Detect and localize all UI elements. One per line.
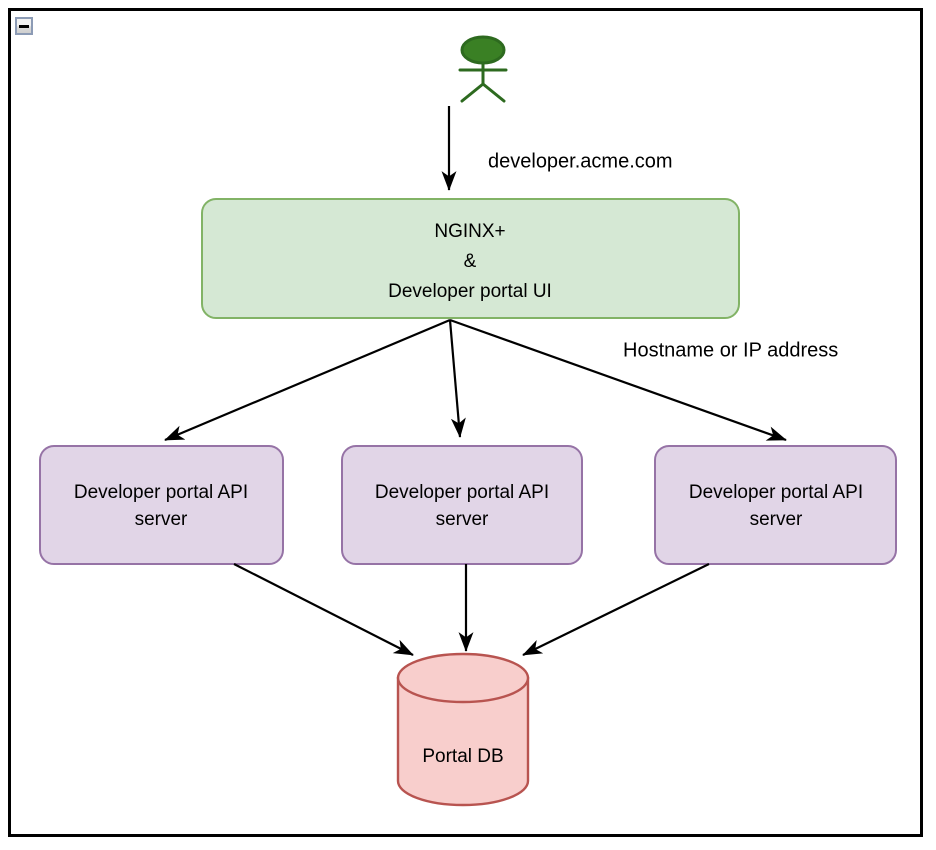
node-nginx-label-line3: Developer portal UI	[388, 281, 552, 302]
node-api-server-1-shape[interactable]	[39, 445, 284, 565]
node-api-server-2-label-line1: Developer portal API	[375, 482, 549, 503]
node-api-server-3-label-line2: server	[750, 509, 803, 530]
actor-head-icon	[460, 35, 506, 65]
node-portal-db[interactable]: Portal DB	[396, 652, 530, 807]
node-nginx-label-line1: NGINX+	[434, 221, 505, 242]
edge-nginx-to-api-server-1	[164, 318, 451, 442]
node-api-server-1[interactable]: Developer portal API server	[39, 445, 284, 565]
collapse-toggle-button[interactable]	[15, 17, 33, 35]
node-api-server-1-label-line1: Developer portal API	[74, 482, 248, 503]
node-nginx-shape[interactable]	[201, 198, 740, 319]
node-api-server-3[interactable]: Developer portal API server	[654, 445, 897, 565]
node-api-server-2-shape[interactable]	[341, 445, 583, 565]
node-api-server-2[interactable]: Developer portal API server	[341, 445, 583, 565]
node-nginx-label-line2: &	[464, 251, 477, 272]
user-actor	[458, 35, 508, 103]
node-api-server-3-shape[interactable]	[654, 445, 897, 565]
node-api-server-1-label-line2: server	[135, 509, 188, 530]
node-api-server-3-label-line1: Developer portal API	[689, 482, 863, 503]
actor-right-leg-line	[481, 82, 506, 103]
node-portal-db-top-ellipse	[396, 652, 530, 704]
node-portal-db-label: Portal DB	[422, 746, 503, 767]
minus-icon	[19, 24, 29, 28]
node-nginx-developer-portal-ui[interactable]: NGINX+ & Developer portal UI	[201, 198, 740, 319]
edge-api-server-3-to-portal-db	[522, 563, 710, 656]
edge-api-server-1-to-portal-db	[233, 563, 414, 656]
node-api-server-2-label-line2: server	[436, 509, 489, 530]
edge-nginx-to-api-server-2	[448, 319, 466, 438]
diagram-frame-border	[8, 8, 923, 837]
edge-label-developer-acme-com: developer.acme.com	[488, 150, 673, 172]
edge-label-hostname-or-ip-address: Hostname or IP address	[623, 339, 838, 361]
actor-left-leg-line	[460, 82, 485, 103]
node-portal-db-body[interactable]	[396, 676, 530, 807]
edge-nginx-to-api-server-3	[449, 318, 787, 442]
